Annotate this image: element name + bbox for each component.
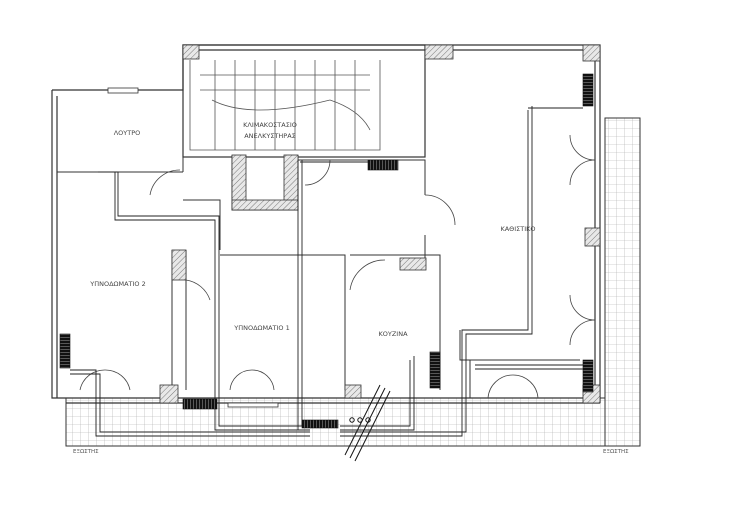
ac-units: [59, 73, 594, 429]
windows: [107, 87, 279, 408]
ac-unit-living-bottom: [582, 359, 594, 393]
room-label-bathroom: ΛΟΥΤΡΟ: [114, 129, 141, 137]
refrigerant-pipes: [70, 106, 585, 437]
room-label-bedroom2: ΥΠΝΟΔΩΜΑΤΙΟ 2: [89, 280, 146, 288]
ac-unit-bedroom2: [59, 333, 71, 369]
room-label-bedroom1: ΥΠΝΟΔΩΜΑΤΙΟ 1: [233, 324, 290, 332]
stairwell: [182, 44, 426, 158]
pipe-exit-arrows: [344, 384, 391, 462]
ac-unit-kitchen: [429, 351, 441, 389]
room-label-elevator: ΑΝΕΛΚΥΣΤΗΡΑΣ: [244, 132, 296, 140]
ac-unit-hall: [367, 159, 399, 171]
balcony-label-right: ΕΞΩΣΤΗΣ: [603, 449, 629, 455]
room-label-stairwell: ΚΛΙΜΑΚΟΣΤΑΣΙΟ: [243, 121, 297, 129]
room-label-living: ΚΑΘΙΣΤΙΚΟ: [500, 225, 535, 233]
ac-unit-living-top: [582, 73, 594, 107]
doors: [79, 134, 596, 399]
balcony-label-left: ΕΞΩΣΤΗΣ: [73, 449, 99, 455]
ac-unit-bedroom1: [182, 398, 218, 410]
columns: [159, 44, 601, 404]
exterior-walls: [51, 44, 601, 404]
room-label-kitchen: ΚΟΥΖΙΝΑ: [378, 330, 408, 338]
balcony-tiles: [65, 117, 641, 447]
ac-unit-outdoor: [301, 419, 339, 429]
